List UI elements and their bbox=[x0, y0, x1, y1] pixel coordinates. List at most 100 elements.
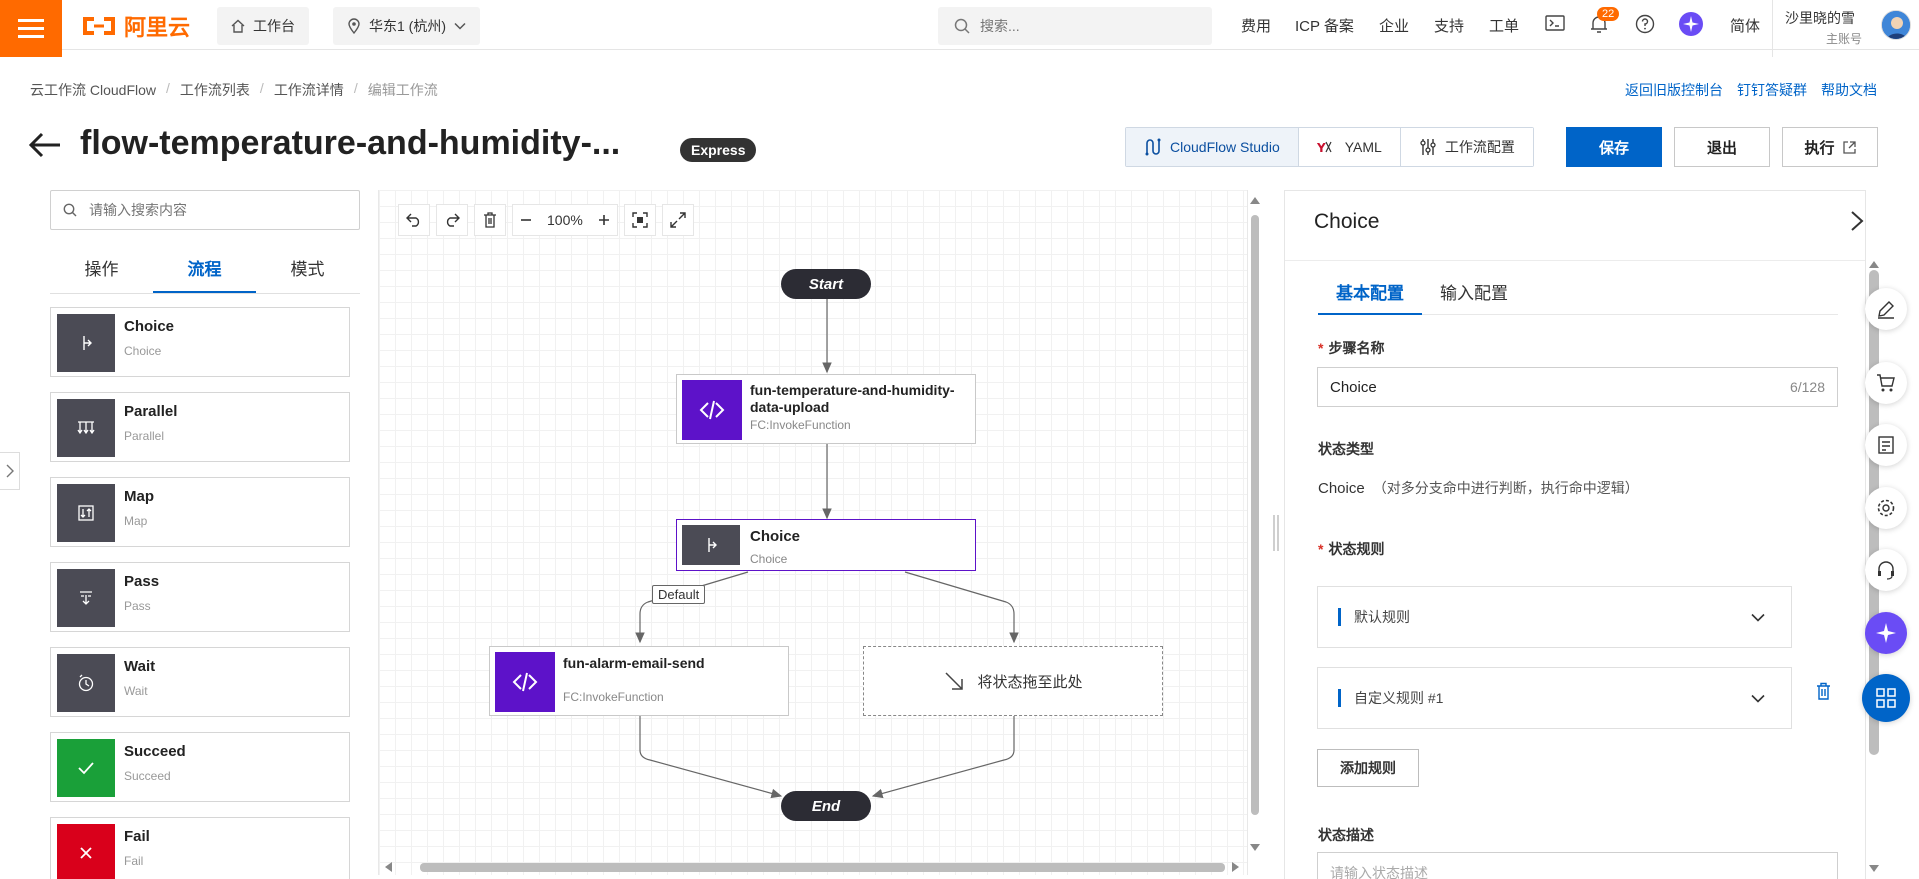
vertical-scrollbar-arrows[interactable] bbox=[1249, 194, 1261, 854]
node-name-line2: data-upload bbox=[750, 399, 830, 415]
zoom-out-icon[interactable] bbox=[519, 213, 533, 227]
state-desc-input[interactable]: 请输入状态描述 bbox=[1317, 852, 1838, 879]
redo-icon bbox=[446, 213, 460, 227]
help-icon[interactable] bbox=[1635, 14, 1655, 34]
state-desc-label: 状态描述 bbox=[1318, 827, 1374, 843]
mode-workflow-config[interactable]: 工作流配置 bbox=[1400, 128, 1533, 166]
apps-grid-icon[interactable] bbox=[1862, 674, 1910, 722]
edit-icon[interactable] bbox=[1865, 288, 1907, 330]
mode-label: YAML bbox=[1344, 139, 1382, 155]
redo-button[interactable] bbox=[436, 204, 468, 236]
back-arrow-icon[interactable] bbox=[28, 132, 62, 158]
start-node[interactable]: Start bbox=[781, 269, 871, 299]
state-card-parallel[interactable]: Parallel Parallel bbox=[50, 392, 350, 462]
step-name-input[interactable] bbox=[1330, 378, 1790, 396]
horizontal-scrollbar-arrows[interactable] bbox=[382, 861, 1242, 873]
state-name: Choice bbox=[124, 318, 175, 335]
search-icon bbox=[954, 18, 970, 34]
link-help-docs[interactable]: 帮助文档 bbox=[1821, 82, 1877, 98]
mode-yaml[interactable]: Y YAML bbox=[1298, 128, 1401, 166]
link-legacy-console[interactable]: 返回旧版控制台 bbox=[1625, 82, 1723, 98]
fullscreen-button[interactable] bbox=[661, 204, 694, 236]
tab-input-config[interactable]: 输入配置 bbox=[1440, 284, 1508, 303]
link-dingtalk-group[interactable]: 钉钉答疑群 bbox=[1737, 82, 1807, 98]
state-search-input[interactable] bbox=[89, 202, 329, 218]
add-rule-button[interactable]: 添加规则 bbox=[1317, 749, 1419, 787]
step-name-field[interactable]: 6/128 bbox=[1317, 367, 1838, 407]
save-button[interactable]: 保存 bbox=[1566, 127, 1662, 167]
state-card-pass[interactable]: Pass Pass bbox=[50, 562, 350, 632]
nav-icp[interactable]: ICP 备案 bbox=[1295, 18, 1354, 35]
run-button[interactable]: 执行 bbox=[1782, 127, 1878, 167]
user-name[interactable]: 沙里晓的雪 bbox=[1785, 10, 1855, 26]
editor-mode-group: CloudFlow Studio Y YAML 工作流配置 bbox=[1125, 127, 1534, 167]
nav-enterprise[interactable]: 企业 bbox=[1379, 18, 1410, 35]
global-search[interactable] bbox=[938, 7, 1212, 45]
delete-rule-icon[interactable] bbox=[1816, 682, 1831, 700]
mode-cloudflow-studio[interactable]: CloudFlow Studio bbox=[1126, 128, 1299, 166]
function-icon bbox=[495, 652, 555, 712]
aliyun-logo-icon bbox=[83, 17, 115, 35]
state-card-fail[interactable]: Fail Fail bbox=[50, 817, 350, 879]
home-icon bbox=[231, 19, 245, 33]
tab-patterns[interactable]: 模式 bbox=[290, 260, 325, 279]
state-card-wait[interactable]: Wait Wait bbox=[50, 647, 350, 717]
language-switch[interactable]: 简体 bbox=[1730, 18, 1761, 35]
gear-icon[interactable] bbox=[1865, 487, 1907, 529]
choice-icon bbox=[682, 525, 740, 565]
rule-default[interactable]: 默认规则 bbox=[1317, 586, 1792, 648]
cart-icon[interactable] bbox=[1865, 362, 1907, 404]
step-name-label: *步骤名称 bbox=[1318, 338, 1384, 358]
location-icon bbox=[348, 18, 360, 34]
close-icon bbox=[57, 824, 115, 879]
breadcrumb-item[interactable]: 工作流详情 bbox=[273, 82, 344, 98]
state-search[interactable] bbox=[50, 190, 360, 230]
undo-button[interactable] bbox=[398, 204, 430, 236]
tab-operations[interactable]: 操作 bbox=[84, 260, 119, 279]
region-label: 华东1 (杭州) bbox=[369, 18, 446, 34]
document-icon[interactable] bbox=[1865, 424, 1907, 466]
fit-view-button[interactable] bbox=[623, 204, 656, 236]
state-card-choice[interactable]: Choice Choice bbox=[50, 307, 350, 377]
delete-button[interactable] bbox=[474, 204, 506, 236]
global-search-input[interactable] bbox=[980, 18, 1180, 34]
collapse-panel-icon[interactable] bbox=[1850, 210, 1864, 232]
tab-flow[interactable]: 流程 bbox=[153, 248, 256, 293]
aliyun-logo[interactable]: 阿里云 bbox=[80, 13, 190, 40]
fit-view-icon bbox=[632, 212, 648, 228]
panel-resize-handle[interactable] bbox=[1273, 515, 1279, 551]
invoke-node-data-upload[interactable]: fun-temperature-and-humidity- data-uploa… bbox=[676, 374, 976, 444]
panel-tabs: 基本配置 输入配置 bbox=[1318, 275, 1838, 315]
choice-node[interactable]: Choice Choice bbox=[676, 519, 976, 571]
drop-zone[interactable]: 将状态拖至此处 bbox=[863, 646, 1163, 716]
exit-button[interactable]: 退出 bbox=[1674, 127, 1770, 167]
tab-basic-config[interactable]: 基本配置 bbox=[1318, 275, 1422, 315]
state-card-succeed[interactable]: Succeed Succeed bbox=[50, 732, 350, 802]
ai-assistant-icon[interactable] bbox=[1679, 12, 1703, 36]
rule-custom-1[interactable]: 自定义规则 #1 bbox=[1317, 667, 1792, 729]
node-name: Choice bbox=[750, 528, 801, 545]
invoke-node-alarm-email[interactable]: fun-alarm-email-send FC:InvokeFunction bbox=[489, 646, 789, 716]
end-node[interactable]: End bbox=[781, 791, 871, 821]
zoom-in-icon[interactable] bbox=[597, 213, 611, 227]
avatar[interactable] bbox=[1881, 10, 1911, 40]
vertical-scrollbar-thumb[interactable] bbox=[1251, 215, 1259, 815]
menu-button[interactable] bbox=[0, 0, 62, 57]
pass-icon bbox=[57, 569, 115, 627]
nav-support[interactable]: 支持 bbox=[1434, 18, 1465, 35]
terminal-icon[interactable] bbox=[1545, 14, 1565, 32]
panel-scrollbar-arrows[interactable] bbox=[1869, 258, 1879, 878]
region-selector[interactable]: 华东1 (杭州) bbox=[333, 7, 480, 45]
state-card-map[interactable]: Map Map bbox=[50, 477, 350, 547]
nav-ticket[interactable]: 工单 bbox=[1489, 18, 1520, 35]
horizontal-scrollbar-thumb[interactable] bbox=[420, 863, 1225, 872]
headset-icon[interactable] bbox=[1865, 549, 1907, 591]
breadcrumb-item[interactable]: 云工作流 CloudFlow bbox=[30, 82, 157, 98]
nav-billing[interactable]: 费用 bbox=[1241, 18, 1272, 35]
studio-icon bbox=[1145, 138, 1161, 156]
expand-sidebar-button[interactable] bbox=[0, 452, 20, 490]
ai-assistant-icon[interactable] bbox=[1865, 612, 1907, 654]
breadcrumb-item[interactable]: 工作流列表 bbox=[179, 82, 250, 98]
breadcrumb-current: 编辑工作流 bbox=[367, 82, 438, 98]
workbench-button[interactable]: 工作台 bbox=[217, 7, 309, 45]
